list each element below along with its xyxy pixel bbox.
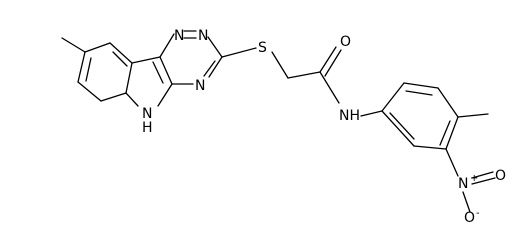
bond	[462, 191, 471, 213]
bond	[221, 47, 257, 58]
bond	[109, 42, 133, 64]
bond	[125, 62, 133, 94]
bond	[207, 36, 223, 58]
bond	[159, 33, 175, 58]
atom-label-o: O	[464, 210, 475, 224]
bond	[389, 112, 415, 140]
bond	[61, 37, 86, 53]
bond-layer	[61, 30, 496, 213]
bond	[413, 145, 447, 150]
bond	[324, 49, 342, 77]
molecule-structure-diagram: N N N S O N H NH N + O O -	[61, 28, 506, 224]
atom-label-n: N	[142, 106, 152, 122]
atom-label-o: O	[340, 34, 351, 50]
bond	[445, 148, 459, 177]
bond	[85, 57, 92, 82]
charge-minus: -	[476, 208, 480, 219]
bond	[203, 60, 216, 77]
bond	[457, 113, 489, 118]
bond	[152, 61, 164, 84]
atom-label-s: S	[258, 40, 267, 56]
atom-label-n: N	[458, 176, 468, 192]
bond	[319, 46, 337, 73]
atom-label-nh: NH	[339, 108, 360, 124]
bond	[405, 90, 433, 96]
bond	[77, 81, 102, 102]
atom-label-layer: N N N S O N H NH N + O O -	[142, 28, 506, 224]
bond	[84, 42, 111, 53]
bond	[471, 171, 494, 179]
atom-label-h: H	[142, 120, 153, 136]
bond	[112, 51, 128, 67]
bond	[437, 87, 459, 118]
atom-label-n: N	[174, 28, 184, 44]
bond	[403, 82, 439, 89]
bond	[287, 71, 321, 79]
bond	[159, 56, 173, 85]
bond	[271, 51, 289, 79]
atom-label-o: O	[495, 168, 506, 184]
bond	[100, 92, 127, 102]
atom-label-n: N	[195, 78, 205, 94]
bond	[319, 71, 340, 104]
bond	[445, 116, 459, 150]
bond	[157, 83, 173, 107]
bond	[77, 51, 86, 83]
bond	[381, 110, 415, 147]
atom-label-n: N	[198, 28, 208, 44]
bond	[125, 92, 139, 107]
bond	[381, 82, 405, 112]
bond	[208, 56, 223, 78]
bond	[131, 56, 161, 64]
charge-plus: +	[470, 173, 478, 184]
bond	[471, 177, 496, 185]
bond	[439, 120, 451, 146]
bond	[360, 110, 383, 117]
